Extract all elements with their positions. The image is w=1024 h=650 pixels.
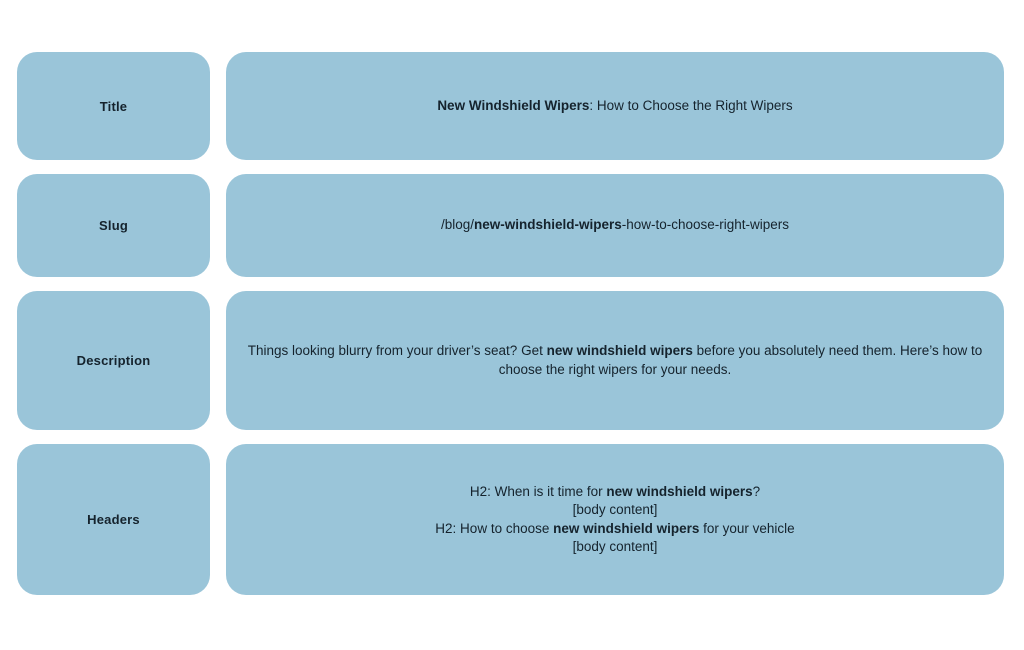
text-segment: for your vehicle	[699, 520, 795, 536]
text-segment-bold: new-windshield-wipers	[473, 217, 622, 233]
fields-grid: Title New Windshield Wipers: How to Choo…	[17, 52, 1004, 595]
text-segment: /blog/	[440, 217, 474, 233]
content-line-h2-2: H2: How to choose new windshield wipers …	[435, 520, 794, 539]
text-segment: H2: When is it time for	[469, 483, 607, 499]
field-row-description: Description Things looking blurry from y…	[17, 291, 1004, 430]
text-segment: before you absolutely need them. Here’s …	[498, 343, 983, 377]
text-segment-bold: new windshield wipers	[546, 343, 693, 358]
field-label-headers: Headers	[17, 444, 210, 595]
content-line: Things looking blurry from your driver’s…	[241, 342, 989, 379]
field-label-slug: Slug	[17, 174, 210, 277]
text-segment-bold: new windshield wipers	[606, 483, 753, 499]
field-label-text: Title	[99, 98, 128, 114]
field-label-text: Headers	[87, 512, 140, 527]
content-line-body-2: [body content]	[573, 538, 658, 557]
content-line: /blog/new-windshield-wipers-how-to-choos…	[441, 216, 789, 235]
field-label-text: Description	[76, 353, 151, 368]
text-segment-bold: new windshield wipers	[553, 520, 700, 536]
field-label-description: Description	[17, 291, 210, 430]
field-label-text: Slug	[99, 218, 128, 233]
text-segment: ?	[752, 483, 761, 499]
field-row-title: Title New Windshield Wipers: How to Choo…	[17, 52, 1004, 160]
content-line: New Windshield Wipers: How to Choose the…	[437, 97, 792, 116]
text-segment-bold: New Windshield Wipers	[437, 97, 590, 113]
text-segment: H2: How to choose	[435, 520, 554, 536]
content-line-body-1: [body content]	[573, 501, 658, 520]
field-label-title: Title	[17, 52, 210, 160]
field-row-slug: Slug /blog/new-windshield-wipers-how-to-…	[17, 174, 1004, 277]
text-segment: : How to Choose the Right Wipers	[589, 97, 793, 113]
text-segment: [body content]	[572, 502, 658, 517]
text-segment: -how-to-choose-right-wipers	[621, 217, 790, 233]
text-segment: [body content]	[572, 539, 658, 554]
field-row-headers: Headers H2: When is it time for new wind…	[17, 444, 1004, 595]
content-line-h2-1: H2: When is it time for new windshield w…	[470, 483, 760, 502]
field-content-title: New Windshield Wipers: How to Choose the…	[226, 52, 1004, 160]
field-content-description: Things looking blurry from your driver’s…	[226, 291, 1004, 430]
field-content-headers: H2: When is it time for new windshield w…	[226, 444, 1004, 595]
field-content-slug: /blog/new-windshield-wipers-how-to-choos…	[226, 174, 1004, 277]
text-segment: Things looking blurry from your driver’s…	[247, 343, 547, 358]
